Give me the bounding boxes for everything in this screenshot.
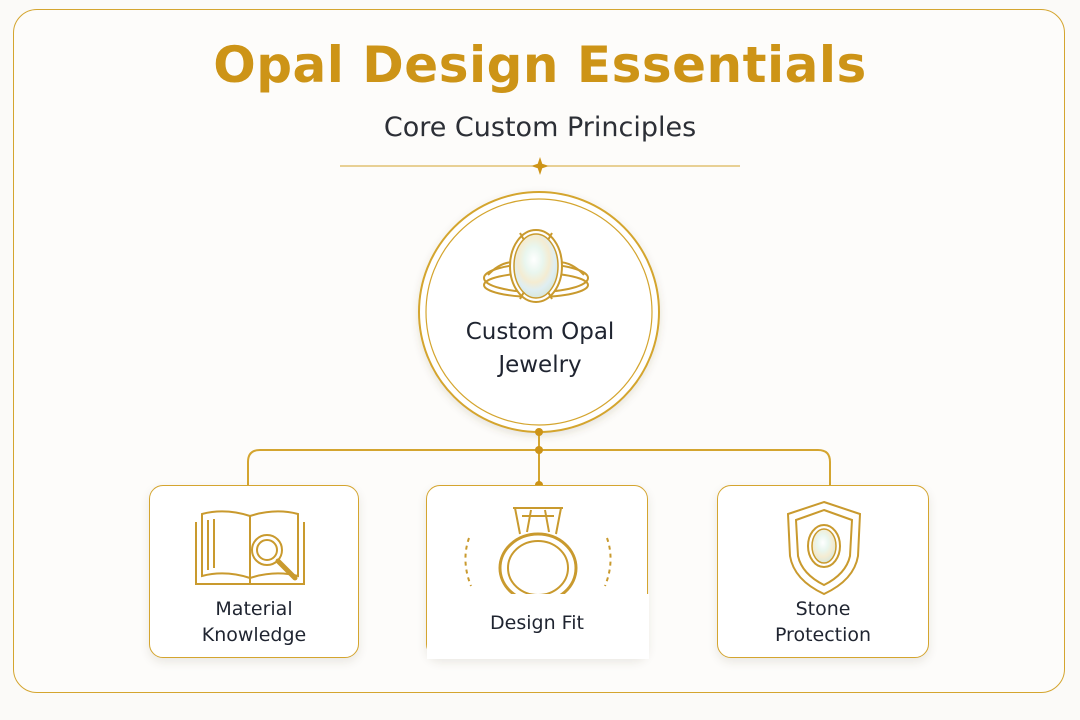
connector-lines bbox=[247, 432, 831, 485]
card-material-knowledge: Material Knowledge bbox=[149, 485, 359, 658]
hub-label-line2: Jewelry bbox=[498, 352, 582, 378]
book-magnifier-icon bbox=[195, 510, 305, 585]
hub-label: Custom Opal Jewelry bbox=[430, 316, 650, 382]
page-subtitle: Core Custom Principles bbox=[383, 112, 697, 143]
shield-opal-icon bbox=[786, 500, 862, 596]
opal-ring-icon bbox=[483, 229, 589, 303]
card-label-line1: Stone bbox=[795, 598, 851, 620]
card-label-line1: Design Fit bbox=[490, 612, 584, 634]
hub-label-line1: Custom Opal bbox=[465, 319, 615, 345]
title-divider bbox=[340, 157, 740, 175]
card-label-line2: Protection bbox=[774, 624, 872, 646]
ring-fit-icon bbox=[427, 507, 649, 659]
card-design-fit: Design Fit bbox=[426, 485, 649, 659]
page-title: Opal Design Essentials bbox=[213, 36, 867, 94]
hub-circle bbox=[418, 191, 660, 433]
card-label-line1: Material bbox=[215, 598, 293, 620]
card-label-line2: Knowledge bbox=[201, 624, 307, 646]
card-stone-protection: Stone Protection bbox=[717, 485, 929, 658]
